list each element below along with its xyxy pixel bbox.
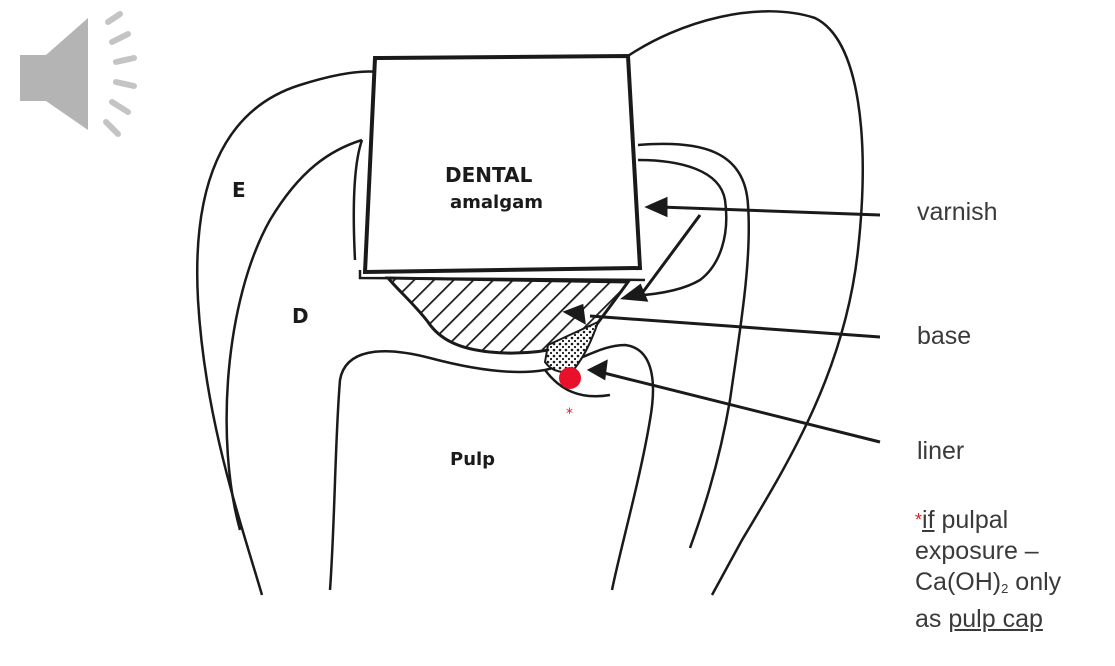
note-line-1: *if pulpal (915, 505, 1115, 536)
callout-base: base (917, 322, 971, 351)
pulp-cap-note: *if pulpal exposure – Ca(OH)2 only as pu… (915, 505, 1115, 635)
note-caoh: Ca(OH) (915, 568, 1001, 596)
exposure-asterisk: * (566, 406, 573, 422)
restoration-title: DENTAL (445, 163, 533, 187)
inner-dej-right (630, 160, 726, 296)
note-only: only (1008, 568, 1061, 596)
note-pulpal: pulpal (935, 506, 1009, 534)
note-line-2: exposure – (915, 536, 1115, 567)
liner-arrow (600, 372, 880, 442)
note-asterisk: * (915, 510, 922, 530)
dej-left (227, 140, 362, 530)
varnish-arrow (660, 207, 880, 215)
pulpal-exposure-dot (559, 367, 581, 389)
callout-liner: liner (917, 437, 964, 466)
restoration-subtitle: amalgam (450, 192, 543, 213)
note-if: if (922, 506, 935, 534)
inner-dej-left (354, 140, 362, 260)
speaker-icon[interactable] (20, 14, 134, 134)
note-line-4: as pulp cap (915, 604, 1115, 635)
note-pulp-cap: pulp cap (948, 605, 1043, 633)
note-as: as (915, 605, 948, 633)
enamel-label: E (232, 178, 246, 202)
base-arrow (590, 316, 880, 337)
pulp-label: Pulp (450, 449, 495, 470)
note-line-3: Ca(OH)2 only (915, 567, 1115, 604)
callout-varnish: varnish (917, 198, 998, 227)
dentin-label: D (292, 304, 309, 328)
